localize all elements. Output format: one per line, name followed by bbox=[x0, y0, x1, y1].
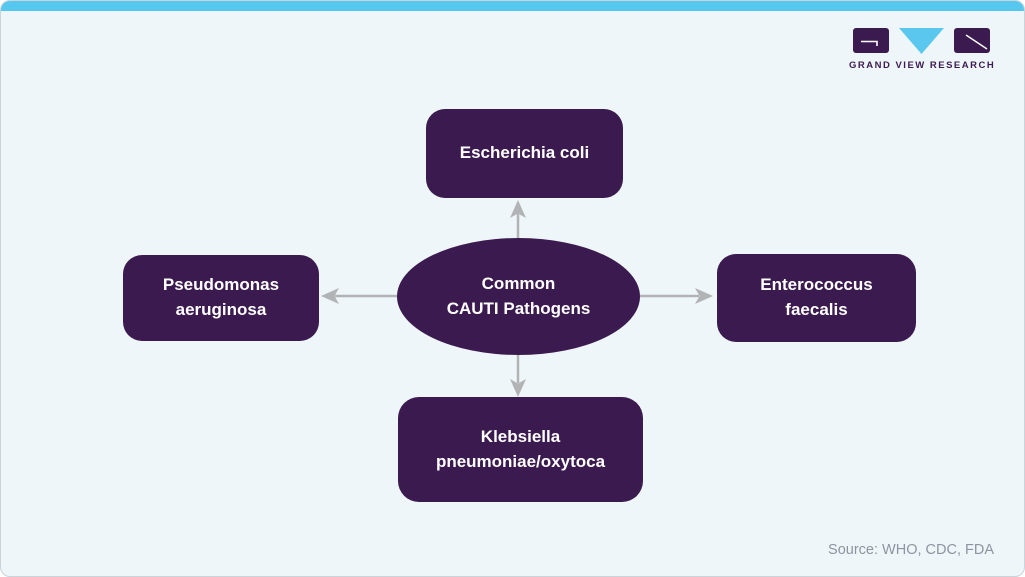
node-label: Enterococcus faecalis bbox=[760, 275, 873, 319]
arrow-down-icon bbox=[510, 355, 526, 397]
node-escherichia-coli: Escherichia coli bbox=[426, 109, 623, 198]
node-label: Escherichia coli bbox=[459, 143, 590, 163]
node-enterococcus-faecalis: Enterococcus faecalis bbox=[717, 254, 916, 342]
accent-bar bbox=[1, 1, 1024, 11]
source-note: Source: WHO, CDC, FDA bbox=[828, 542, 994, 558]
arrow-right-icon bbox=[640, 288, 713, 304]
arrow-up-icon bbox=[510, 200, 526, 238]
node-label: Klebsiella pneumoniae/oxytoca bbox=[435, 426, 606, 471]
grand-view-research-logo-icon bbox=[853, 28, 990, 54]
brand-name: GRAND VIEW RESEARCH bbox=[849, 60, 996, 71]
node-label: Pseudomonas aeruginosa bbox=[162, 275, 280, 319]
center-node-common-cauti-pathogens: Common CAUTI Pathogens bbox=[397, 238, 640, 355]
node-pseudomonas-aeruginosa: Pseudomonas aeruginosa bbox=[123, 255, 319, 341]
arrow-left-icon bbox=[321, 288, 398, 304]
node-klebsiella-pneumoniae-oxytoca: Klebsiella pneumoniae/oxytoca bbox=[398, 397, 643, 502]
center-node-label: Common CAUTI Pathogens bbox=[446, 273, 591, 318]
brand-logo: GRAND VIEW RESEARCH bbox=[849, 28, 994, 71]
